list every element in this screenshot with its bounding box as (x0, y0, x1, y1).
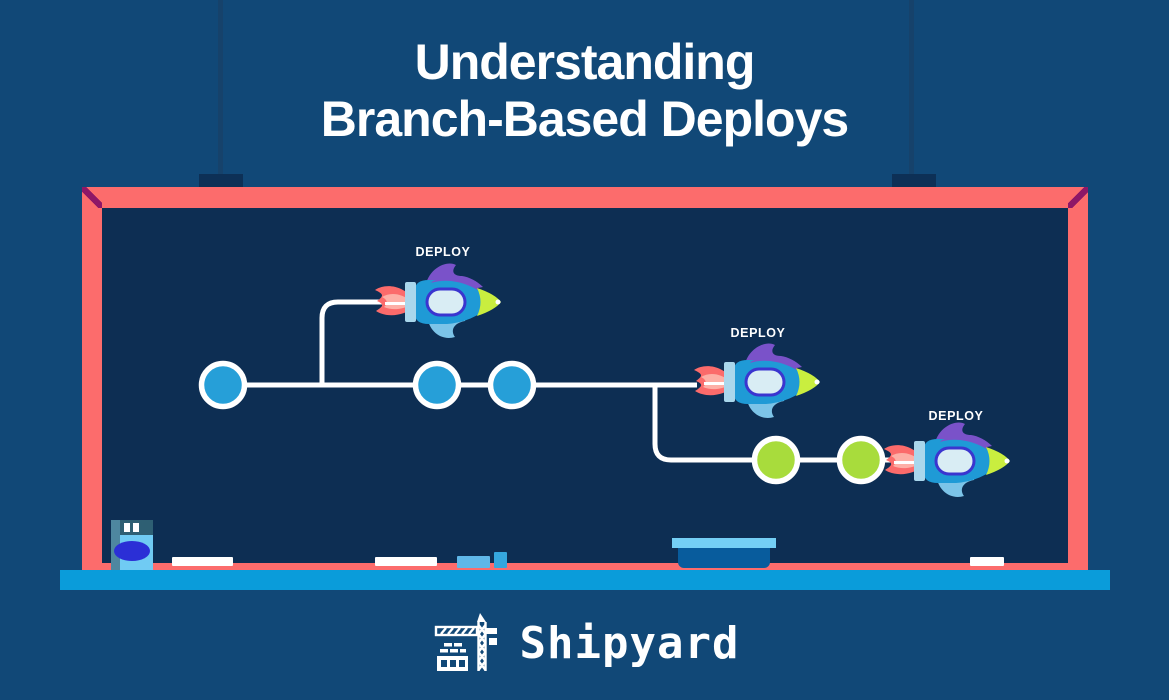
title-line-1: Understanding (414, 34, 756, 90)
chalk-tray (60, 570, 1110, 590)
sponge-eraser-dot (124, 523, 130, 532)
crane-icon (434, 613, 497, 671)
commit-node-blue (412, 360, 462, 410)
title-line-2: Branch-Based Deploys (320, 91, 849, 147)
chalk-piece (375, 557, 437, 566)
frame-corner-accent-right (1068, 187, 1088, 208)
chalk-piece (970, 557, 1004, 566)
wire-clamp-left (199, 174, 243, 188)
chalk-piece-blue (494, 552, 507, 568)
deploy-label: DEPLOY (730, 326, 786, 340)
commit-node-green (836, 435, 886, 485)
hanging-wire-right (909, 0, 914, 176)
felt-eraser-body (678, 548, 770, 568)
commit-node-green (751, 435, 801, 485)
deploy-label: DEPLOY (928, 409, 984, 423)
sponge-eraser (111, 520, 153, 570)
commit-node-blue (198, 360, 248, 410)
brand-lockup: Shipyard (0, 608, 1169, 678)
sponge-eraser-label (114, 541, 150, 561)
wire-clamp-right (892, 174, 936, 188)
chalk-piece-blue (457, 556, 490, 568)
rocket-icon (373, 262, 503, 340)
frame-corner-accent-left (82, 187, 102, 208)
felt-eraser-top (672, 538, 776, 548)
rocket-icon (692, 342, 822, 420)
chalk-piece (172, 557, 233, 566)
commit-node-blue (487, 360, 537, 410)
feature-branch-line-up (319, 299, 386, 385)
brand-name: Shipyard (519, 617, 740, 669)
feature-branch-line-down (652, 385, 908, 463)
deploy-label: DEPLOY (415, 245, 471, 259)
hanging-wire-left (218, 0, 223, 176)
page-title: Understanding Branch-Based Deploys (0, 34, 1169, 148)
rocket-icon (882, 421, 1012, 499)
sponge-eraser-dot (133, 523, 139, 532)
